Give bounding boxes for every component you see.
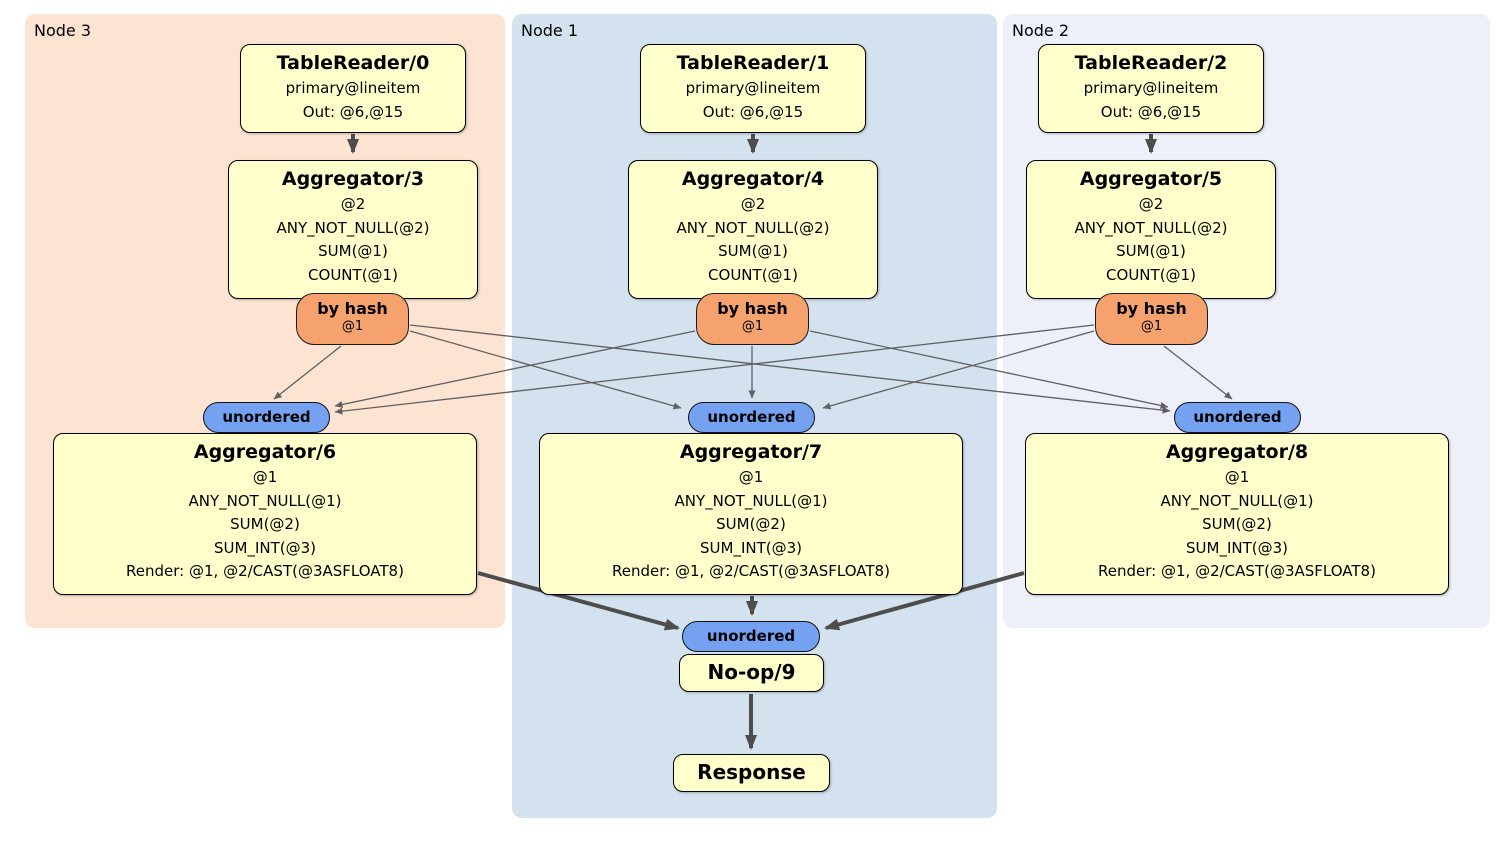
processor-title: TableReader/0 (276, 52, 430, 74)
router-label: by hash (1116, 299, 1187, 318)
response-box: Response (673, 754, 830, 792)
aggregator-3-box: Aggregator/3 @2 ANY_NOT_NULL(@2) SUM(@1)… (228, 160, 478, 299)
aggregator-5-box: Aggregator/5 @2 ANY_NOT_NULL(@2) SUM(@1)… (1026, 160, 1276, 299)
table-reader-1-box: TableReader/1 primary@lineitem Out: @6,@… (640, 44, 866, 133)
router-detail: @1 (341, 319, 364, 334)
processor-title: TableReader/1 (676, 52, 830, 74)
hash-router-5: by hash @1 (1095, 293, 1208, 345)
processor-detail: primary@lineitem (1083, 79, 1219, 97)
sync-label: unordered (706, 627, 796, 645)
table-reader-0-box: TableReader/0 primary@lineitem Out: @6,@… (240, 44, 466, 133)
processor-detail: ANY_NOT_NULL(@2) (276, 218, 430, 237)
sync-label: unordered (1193, 408, 1282, 426)
processor-detail: @1 (252, 468, 278, 486)
processor-detail: COUNT(@1) (708, 265, 798, 284)
processor-detail: @1 (738, 468, 764, 486)
node3-panel-label: Node 3 (34, 21, 92, 40)
processor-detail: @2 (1138, 195, 1164, 213)
processor-detail: primary@lineitem (685, 79, 821, 97)
processor-detail: COUNT(@1) (1106, 265, 1196, 284)
processor-detail: SUM_INT(@3) (214, 538, 316, 557)
processor-detail: SUM(@2) (1202, 515, 1272, 533)
processor-detail: @2 (340, 195, 366, 213)
unordered-sync-final: unordered (682, 621, 820, 652)
processor-title: Response (697, 760, 806, 784)
processor-detail: SUM_INT(@3) (1186, 538, 1288, 557)
processor-detail: ANY_NOT_NULL(@2) (1074, 218, 1228, 237)
processor-title: Aggregator/8 (1165, 441, 1309, 463)
hash-router-4: by hash @1 (696, 293, 809, 345)
node1-panel-label: Node 1 (521, 21, 579, 40)
processor-detail: Render: @1, @2/CAST(@3ASFLOAT8) (1098, 562, 1376, 580)
processor-detail: SUM(@1) (718, 242, 788, 260)
processor-detail: primary@lineitem (285, 79, 421, 97)
processor-title: Aggregator/3 (281, 168, 425, 190)
processor-detail: SUM(@2) (716, 515, 786, 533)
processor-detail: SUM(@1) (1116, 242, 1186, 260)
router-detail: @1 (1140, 319, 1163, 334)
processor-detail: Out: @6,@15 (702, 102, 804, 121)
processor-detail: SUM(@1) (318, 242, 388, 260)
processor-title: Aggregator/5 (1079, 168, 1223, 190)
processor-title: Aggregator/4 (681, 168, 825, 190)
processor-title: Aggregator/6 (193, 441, 337, 463)
aggregator-4-box: Aggregator/4 @2 ANY_NOT_NULL(@2) SUM(@1)… (628, 160, 878, 299)
processor-detail: SUM(@2) (230, 515, 300, 533)
aggregator-8-box: Aggregator/8 @1 ANY_NOT_NULL(@1) SUM(@2)… (1025, 433, 1449, 595)
noop-9-box: No-op/9 (679, 654, 824, 692)
processor-title: No-op/9 (707, 660, 796, 684)
sync-label: unordered (222, 408, 311, 426)
processor-detail: ANY_NOT_NULL(@1) (188, 491, 342, 510)
processor-title: TableReader/2 (1074, 52, 1228, 74)
processor-detail: Out: @6,@15 (302, 102, 404, 121)
node2-panel-label: Node 2 (1012, 21, 1070, 40)
unordered-sync-node3: unordered (203, 402, 330, 433)
processor-detail: @2 (740, 195, 766, 213)
processor-title: Aggregator/7 (679, 441, 823, 463)
processor-detail: SUM_INT(@3) (700, 538, 802, 557)
processor-detail: ANY_NOT_NULL(@2) (676, 218, 830, 237)
aggregator-6-box: Aggregator/6 @1 ANY_NOT_NULL(@1) SUM(@2)… (53, 433, 477, 595)
router-label: by hash (317, 299, 388, 318)
processor-detail: @1 (1224, 468, 1250, 486)
sync-label: unordered (707, 408, 796, 426)
hash-router-3: by hash @1 (296, 293, 409, 345)
table-reader-2-box: TableReader/2 primary@lineitem Out: @6,@… (1038, 44, 1264, 133)
unordered-sync-node2: unordered (1174, 402, 1301, 433)
processor-detail: Render: @1, @2/CAST(@3ASFLOAT8) (126, 562, 404, 580)
unordered-sync-node1: unordered (688, 402, 815, 433)
processor-detail: Out: @6,@15 (1100, 102, 1202, 121)
router-detail: @1 (741, 319, 764, 334)
processor-detail: COUNT(@1) (308, 265, 398, 284)
processor-detail: ANY_NOT_NULL(@1) (1160, 491, 1314, 510)
aggregator-7-box: Aggregator/7 @1 ANY_NOT_NULL(@1) SUM(@2)… (539, 433, 963, 595)
router-label: by hash (717, 299, 788, 318)
processor-detail: ANY_NOT_NULL(@1) (674, 491, 828, 510)
processor-detail: Render: @1, @2/CAST(@3ASFLOAT8) (612, 562, 890, 580)
